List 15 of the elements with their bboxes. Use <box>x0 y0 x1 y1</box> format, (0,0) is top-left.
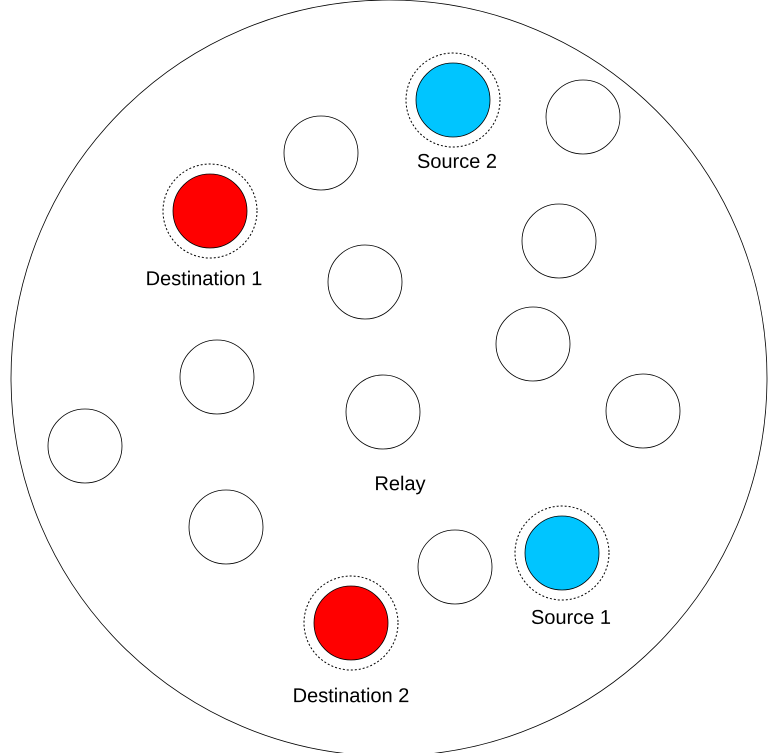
node-label: Destination 2 <box>294 688 408 702</box>
node-circle <box>522 204 596 278</box>
node-label: Source 2 <box>418 154 496 168</box>
node-label: Destination 1 <box>147 270 262 286</box>
node-circle <box>496 306 570 382</box>
node-circle <box>180 340 254 414</box>
node-label: Source 1 <box>532 610 610 624</box>
node-circle <box>418 530 492 604</box>
node-circle <box>284 116 358 190</box>
node-circle <box>188 490 264 564</box>
node-circle <box>48 408 122 484</box>
node-circle <box>546 80 620 154</box>
node-circle <box>328 244 402 320</box>
node-circle <box>606 374 680 448</box>
node-label: Relay <box>376 476 426 494</box>
